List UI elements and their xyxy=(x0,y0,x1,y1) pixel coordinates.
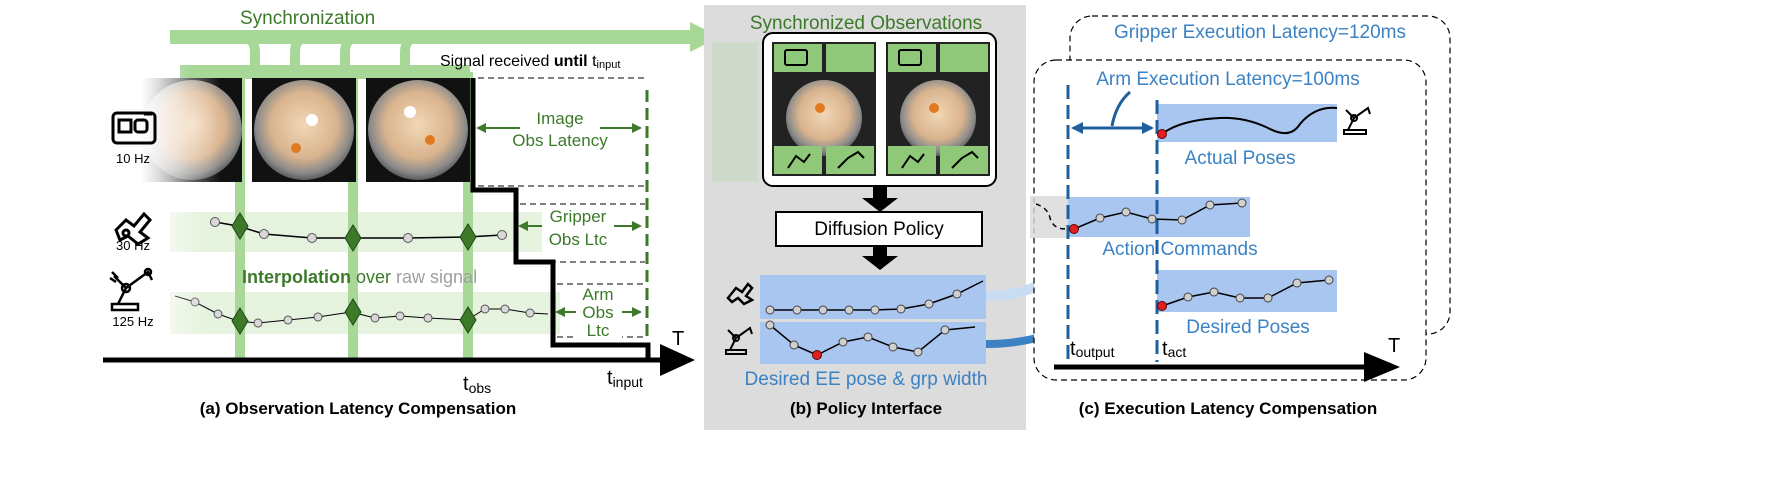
gripper-rate: 30 Hz xyxy=(116,238,150,253)
actual-poses-curve xyxy=(1161,106,1338,135)
panel-observation-latency: Synchronization Signal received until ti… xyxy=(100,8,720,418)
sync-line-2 xyxy=(348,72,358,360)
caption-c: (c) Execution Latency Compensation xyxy=(1079,399,1378,418)
diffusion-policy-box xyxy=(775,211,983,247)
panel-execution-latency: Gripper Execution Latency=120ms Arm Exec… xyxy=(1030,15,1451,418)
axis-T-c: T xyxy=(1388,335,1400,357)
t-obs-label: tobs xyxy=(463,373,491,396)
arm-latency-line2: Obs xyxy=(582,303,613,322)
latency-guides xyxy=(478,77,645,338)
image-latency-line1: Image xyxy=(536,109,583,128)
gripper-samples xyxy=(210,217,507,243)
t-input-label: tinput xyxy=(607,367,643,390)
t-act-label: tact xyxy=(1162,338,1186,360)
gripper-latency-line1: Gripper xyxy=(550,207,607,226)
diffusion-policy-label: Diffusion Policy xyxy=(814,219,944,240)
gripper-icon xyxy=(726,282,755,306)
obs-set-2 xyxy=(886,42,990,176)
robot-arm-icon xyxy=(109,267,154,312)
gripper-exec-latency: Gripper Execution Latency=120ms xyxy=(1114,22,1406,43)
sync-label: Synchronization xyxy=(240,8,375,29)
action-commands-band xyxy=(1068,197,1250,237)
caption-b: (b) Policy Interface xyxy=(790,399,942,418)
interp-diamonds xyxy=(231,212,477,335)
robot-arm-icon xyxy=(725,326,753,355)
output-label: Desired EE pose & grp width xyxy=(745,369,988,390)
gripper-icon xyxy=(114,211,153,246)
arm-interp-band xyxy=(170,292,560,334)
desired-poses-label: Desired Poses xyxy=(1186,317,1310,338)
actual-poses-label: Actual Poses xyxy=(1185,148,1296,169)
obs-set-1 xyxy=(772,42,876,176)
action-commands-label: Action Commands xyxy=(1102,239,1257,260)
arm-rate: 125 Hz xyxy=(112,314,153,329)
robot-arm-icon xyxy=(1343,106,1371,135)
t-output-label: toutput xyxy=(1070,338,1115,360)
sync-line-3 xyxy=(463,72,473,360)
panel-policy-interface: Synchronized Observations xyxy=(704,5,1026,430)
gripper-latency-line2: Obs Ltc xyxy=(549,230,608,249)
signal-received-label: Signal received until tinput xyxy=(440,53,620,71)
image-latency-line2: Obs Latency xyxy=(512,131,608,150)
arm-latency-line3: Ltc xyxy=(587,321,610,340)
camera-rate: 10 Hz xyxy=(116,151,150,166)
desired-poses-band xyxy=(1157,270,1337,312)
arm-exec-latency: Arm Execution Latency=100ms xyxy=(1096,69,1360,90)
caption-a: (a) Observation Latency Compensation xyxy=(200,399,516,418)
interpolation-label: Interpolation over raw signal xyxy=(242,267,477,287)
sync-obs-title: Synchronized Observations xyxy=(750,13,982,34)
gopro-camera-icon xyxy=(111,111,157,145)
arm-latency-line1: Arm xyxy=(582,285,613,304)
axis-T-a: T xyxy=(672,328,684,350)
arm-signal xyxy=(174,295,549,324)
